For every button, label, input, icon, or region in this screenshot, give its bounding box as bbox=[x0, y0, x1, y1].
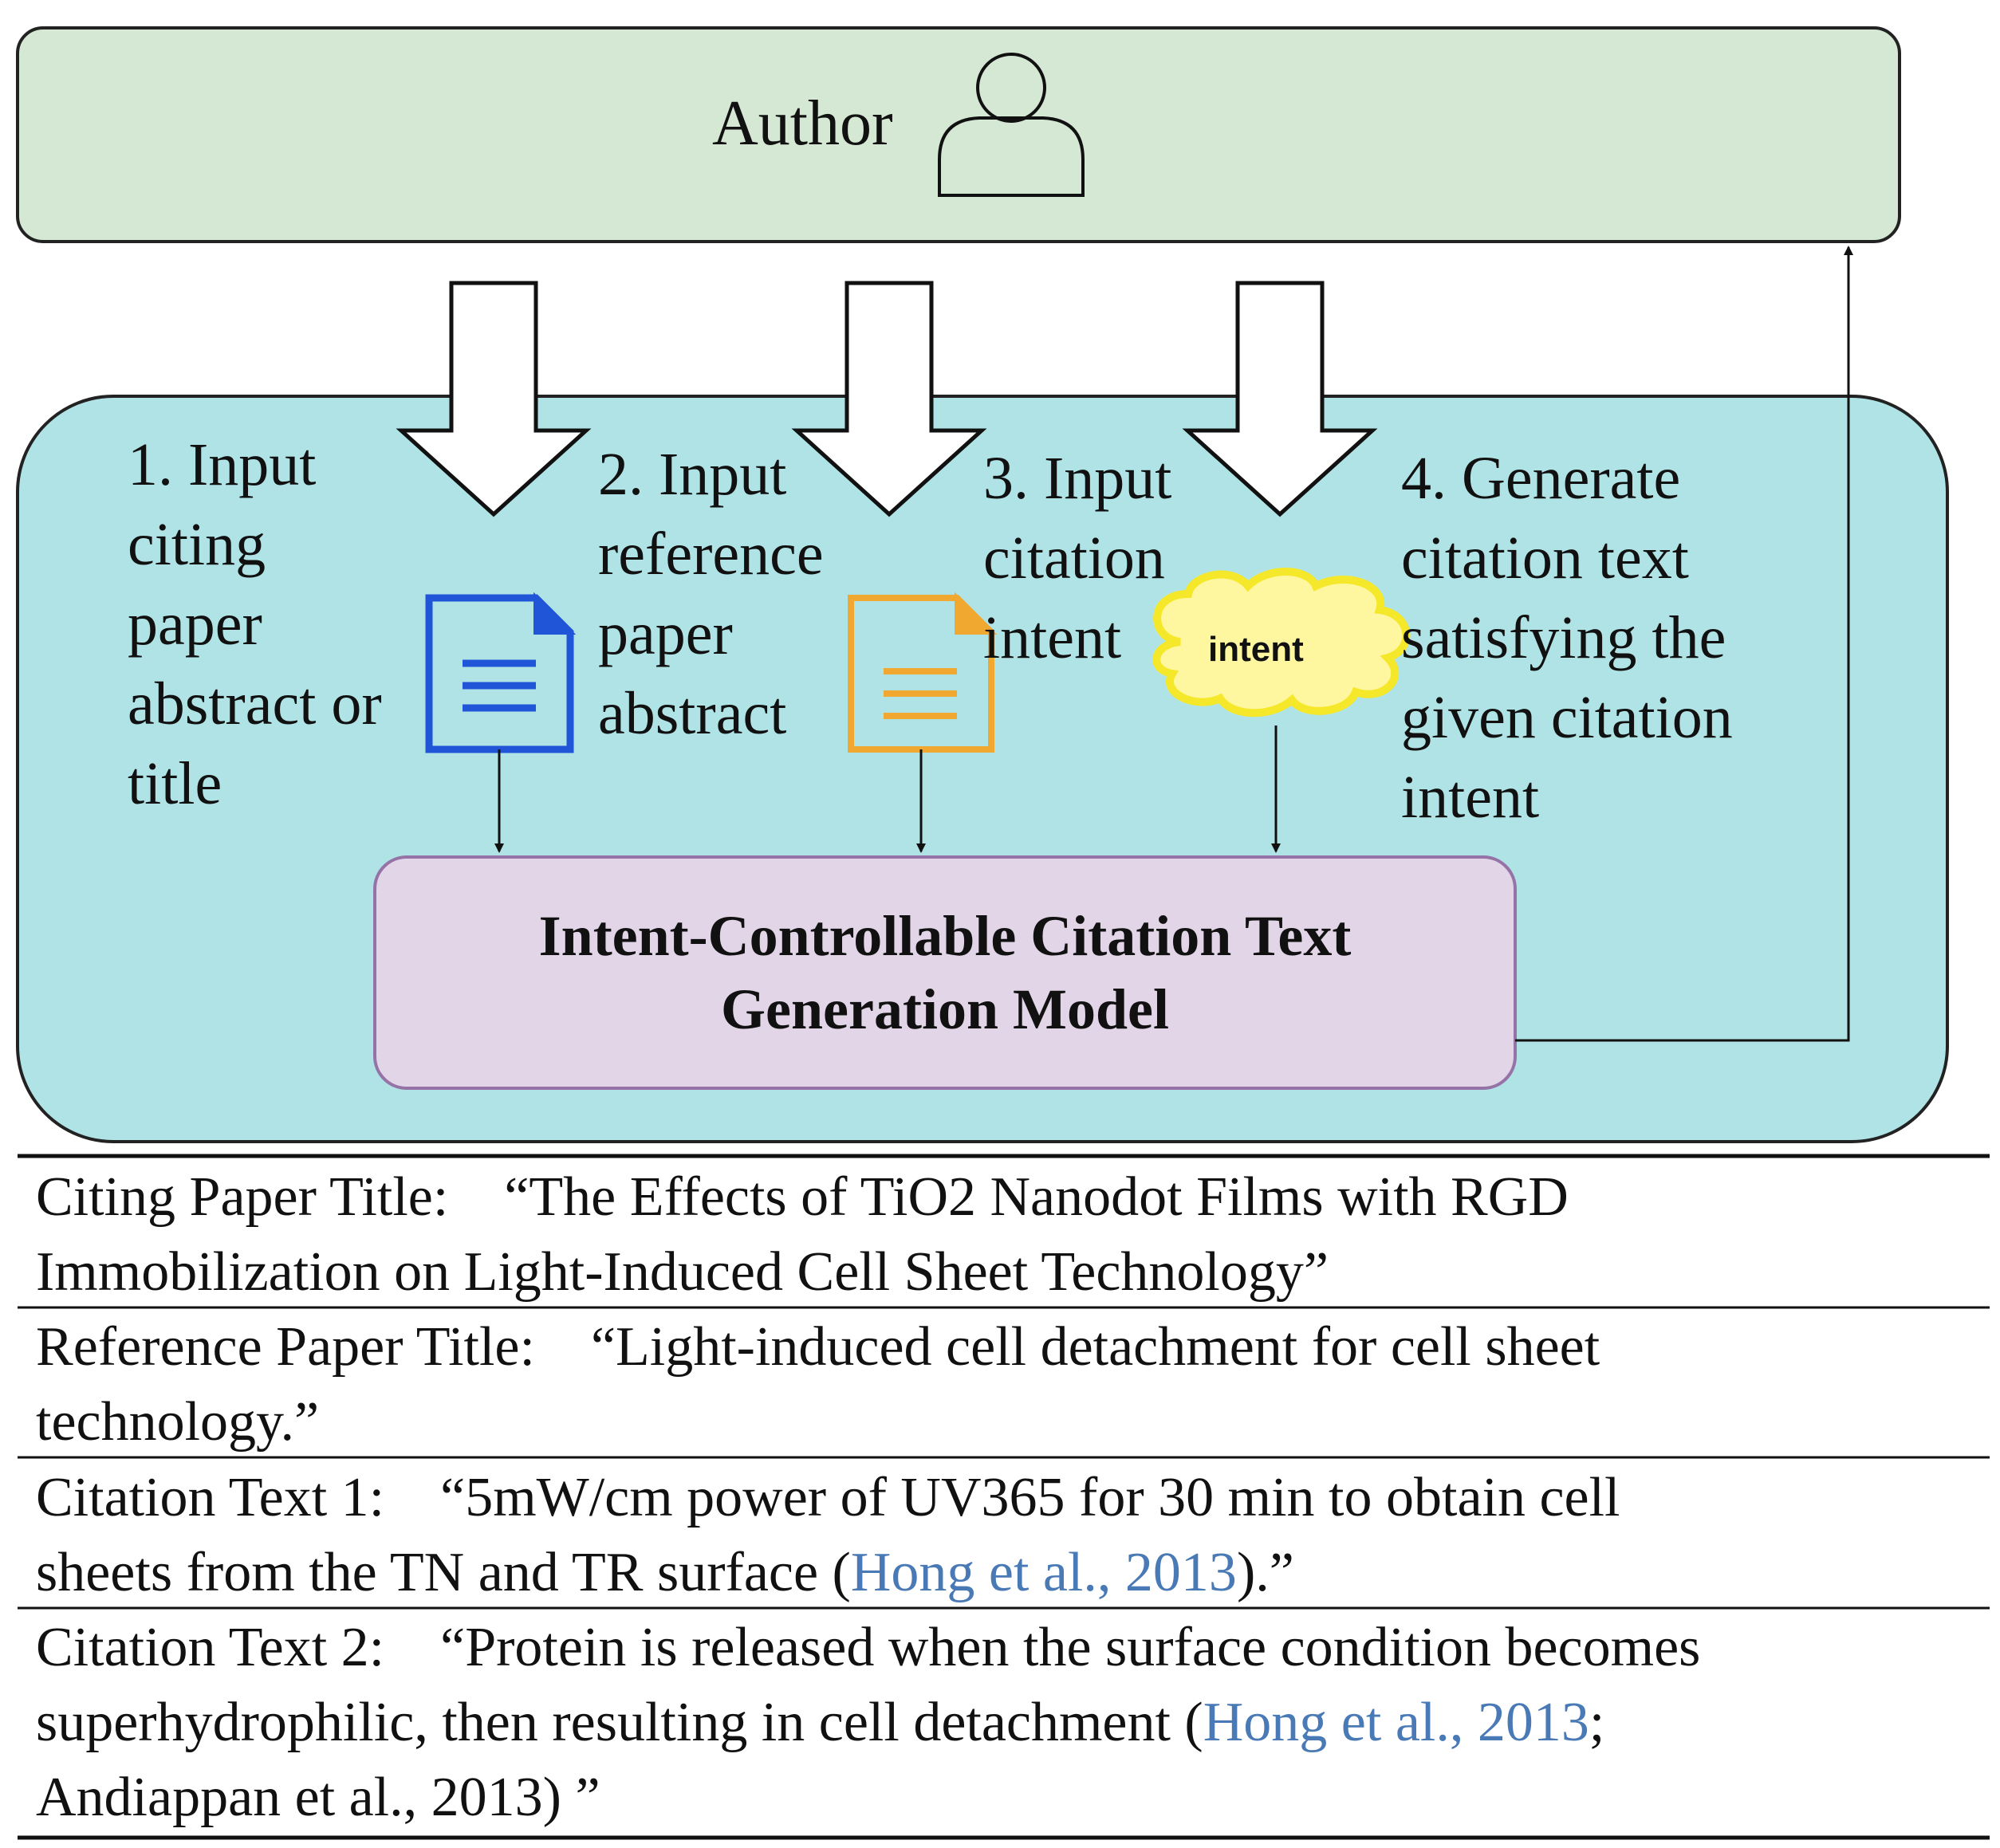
citation-text-1-row: Citation Text 1: “5mW/cm power of UV365 f… bbox=[36, 1461, 1620, 1610]
step3-line: intent bbox=[983, 604, 1122, 671]
input-arrow-1 bbox=[396, 281, 592, 517]
citation-link: Hong et al., 2013 bbox=[1203, 1692, 1589, 1753]
citation-text-2-text: superhydrophilic, then resulting in cell… bbox=[36, 1692, 1203, 1753]
reference-title-label: Reference Paper Title: bbox=[36, 1316, 535, 1378]
step1-line: abstract or bbox=[128, 670, 382, 737]
model-box bbox=[373, 855, 1517, 1090]
author-box bbox=[16, 26, 1901, 243]
citation-text-2-label: Citation Text 2: bbox=[36, 1617, 385, 1678]
citation-link: Hong et al., 2013 bbox=[850, 1542, 1237, 1603]
citing-title-label: Citing Paper Title: bbox=[36, 1166, 449, 1228]
step4-line: citation text bbox=[1401, 525, 1689, 592]
step3-line: citation bbox=[983, 525, 1165, 592]
model-title-line1: Intent-Controllable Citation Text bbox=[538, 904, 1352, 968]
reference-title-text: “Light-induced cell detachment for cell … bbox=[590, 1316, 1600, 1378]
step4-line: intent bbox=[1401, 764, 1540, 831]
citation-text-1-text: ).” bbox=[1236, 1542, 1294, 1603]
citing-document-icon bbox=[425, 592, 577, 753]
citation-text-2-text: Andiappan et al., 2013) ” bbox=[36, 1767, 600, 1828]
step2-line: abstract bbox=[598, 680, 787, 747]
step3-line: 3. Input bbox=[983, 445, 1172, 512]
citing-title-row: Citing Paper Title: “The Effects of TiO2 … bbox=[36, 1160, 1569, 1310]
citation-text-2-row: Citation Text 2: “Protein is released whe… bbox=[36, 1610, 1700, 1835]
citing-title-text: “The Effects of TiO2 Nanodot Films with … bbox=[504, 1166, 1569, 1228]
step1-label: 1. Input citing paper abstract or title bbox=[128, 425, 382, 824]
model-title-line2: Generation Model bbox=[721, 977, 1169, 1041]
reference-title-row: Reference Paper Title: “Light-induced cel… bbox=[36, 1310, 1600, 1460]
step3-label: 3. Input citation intent bbox=[983, 438, 1171, 678]
step1-line: title bbox=[128, 750, 222, 817]
intent-cloud-label: intent bbox=[1208, 630, 1304, 669]
citing-title-text: Immobilization on Light-Induced Cell She… bbox=[36, 1241, 1329, 1303]
person-icon bbox=[938, 53, 1085, 197]
step4-line: 4. Generate bbox=[1401, 445, 1681, 512]
author-label: Author bbox=[712, 88, 893, 159]
step1-line: 1. Input bbox=[128, 431, 317, 498]
step4-line: satisfying the bbox=[1401, 604, 1726, 671]
step2-line: reference bbox=[598, 521, 824, 588]
reference-document-icon bbox=[848, 592, 998, 753]
step2-label: 2. Input reference paper abstract bbox=[598, 434, 824, 753]
citation-text-1-text: “5mW/cm power of UV365 for 30 min to obt… bbox=[440, 1467, 1620, 1528]
step1-line: citing bbox=[128, 511, 266, 578]
step2-line: 2. Input bbox=[598, 441, 787, 508]
model-title: Intent-Controllable Citation Text Genera… bbox=[375, 857, 1515, 1088]
citation-text-1-label: Citation Text 1: bbox=[36, 1467, 385, 1528]
input-arrow-3 bbox=[1182, 281, 1378, 517]
step1-line: paper bbox=[128, 591, 262, 658]
step2-line: paper bbox=[598, 600, 733, 667]
step4-label: 4. Generate citation text satisfying the… bbox=[1401, 438, 1733, 837]
citation-text-2-text: “Protein is released when the surface co… bbox=[440, 1617, 1701, 1678]
reference-title-text: technology.” bbox=[36, 1391, 320, 1453]
feedback-arrow bbox=[1515, 246, 1853, 1042]
step4-line: given citation bbox=[1401, 684, 1733, 751]
input-arrow-2 bbox=[791, 281, 987, 517]
citation-text-2-text: ; bbox=[1589, 1692, 1605, 1753]
citation-text-1-text: sheets from the TN and TR surface ( bbox=[36, 1542, 851, 1603]
cloud-icon bbox=[1152, 568, 1411, 718]
